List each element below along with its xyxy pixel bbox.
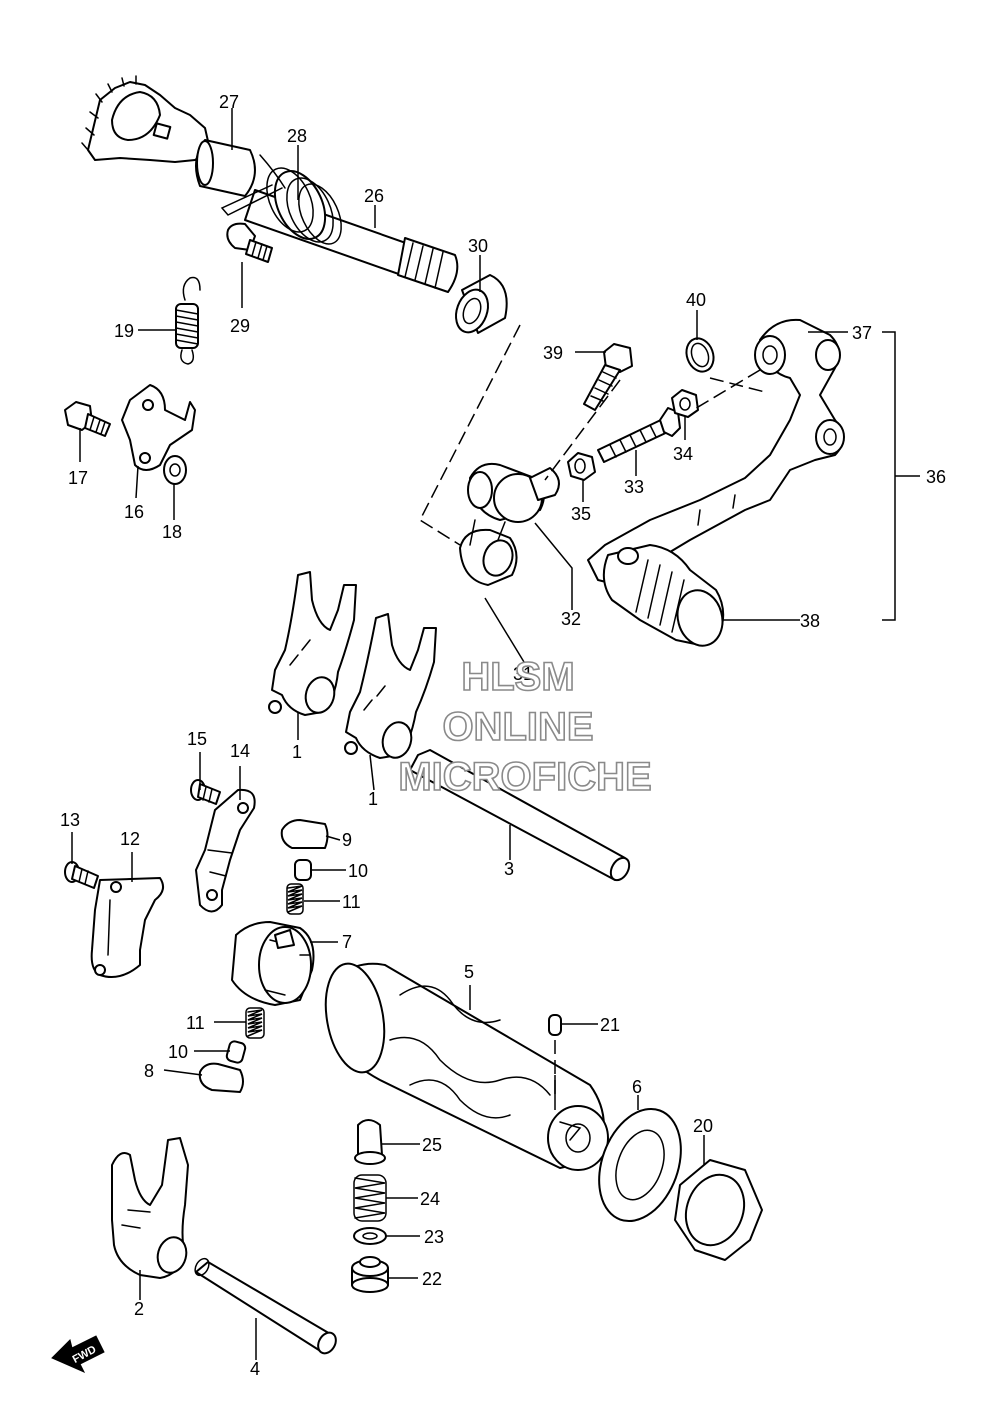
- callout-18: 18: [162, 522, 182, 542]
- callout-31: 31: [513, 664, 533, 684]
- callout-40: 40: [686, 290, 706, 310]
- callout-16: 16: [124, 502, 144, 522]
- callout-labels: 27 28 26 30 29 19 17 16 18 39 40 37 34 3…: [60, 92, 946, 1379]
- part-19-spring: [175, 276, 201, 365]
- part-23-washer: [353, 1227, 387, 1245]
- part-6-washer: [598, 1107, 682, 1223]
- callout-21: 21: [600, 1015, 620, 1035]
- part-10-pin-a: [294, 859, 312, 881]
- callout-8: 8: [144, 1061, 154, 1081]
- callout-28: 28: [287, 126, 307, 146]
- callout-37: 37: [852, 323, 872, 343]
- watermark-line-1: HLSM: [461, 655, 574, 699]
- callout-27: 27: [219, 92, 239, 112]
- part-9-pin: [280, 819, 329, 849]
- part-22-bolt: [351, 1256, 389, 1293]
- callout-30: 30: [468, 236, 488, 256]
- callout-10a: 10: [348, 861, 368, 881]
- callout-29: 29: [230, 316, 250, 336]
- part-1-shift-fork-a: [268, 571, 357, 716]
- part-15-screw: [190, 779, 221, 805]
- shift-pedal-assembly: [587, 318, 845, 647]
- callout-36: 36: [926, 467, 946, 487]
- callout-14: 14: [230, 741, 250, 761]
- callout-17: 17: [68, 468, 88, 488]
- callout-6: 6: [632, 1077, 642, 1097]
- link-rod-assembly: [459, 462, 560, 586]
- part-10-pin-b: [225, 1040, 247, 1064]
- callout-15: 15: [187, 729, 207, 749]
- watermark: HLSM ONLINE MICROFICHE: [398, 654, 653, 800]
- callout-1a: 1: [292, 742, 302, 762]
- callout-11a: 11: [342, 892, 361, 912]
- part-1-shift-fork-b: [344, 613, 437, 759]
- part-39-bolt: [583, 343, 633, 411]
- callout-9: 9: [342, 830, 352, 850]
- callout-7: 7: [342, 932, 352, 952]
- part-25-pin: [354, 1119, 386, 1165]
- shift-shaft-assembly: [81, 75, 459, 293]
- callout-2: 2: [134, 1299, 144, 1319]
- part-33-bolt: [597, 407, 681, 463]
- callout-39: 39: [543, 343, 563, 363]
- callout-1b: 1: [368, 789, 378, 809]
- callout-23: 23: [424, 1227, 444, 1247]
- part-40-circlip: [685, 337, 715, 373]
- callout-13: 13: [60, 810, 80, 830]
- part-34-nut: [671, 389, 699, 418]
- callout-3: 3: [504, 859, 514, 879]
- part-3-fork-shaft: [409, 749, 631, 882]
- callout-4: 4: [250, 1359, 260, 1379]
- fwd-arrow-icon: FWD: [51, 1335, 105, 1374]
- part-7-cam: [231, 921, 315, 1006]
- part-12-plate: [90, 877, 165, 978]
- watermark-line-2: ONLINE: [442, 705, 593, 749]
- watermark-line-3: MICROFICHE: [398, 755, 651, 799]
- callout-32: 32: [561, 609, 581, 629]
- part-11-spring-a: [286, 883, 304, 915]
- callout-12: 12: [120, 829, 140, 849]
- callout-35: 35: [571, 504, 591, 524]
- callout-34: 34: [673, 444, 693, 464]
- callout-19: 19: [114, 321, 134, 341]
- part-14-plate: [195, 788, 256, 913]
- callout-10b: 10: [168, 1042, 188, 1062]
- part-8-pin: [198, 1062, 244, 1093]
- part-16-plate: [121, 384, 196, 471]
- part-20-plate: [674, 1159, 763, 1261]
- part-35-nut: [567, 452, 596, 481]
- callout-25: 25: [422, 1135, 442, 1155]
- part-17-bolt: [64, 401, 111, 437]
- part-2-shift-fork: [111, 1137, 189, 1279]
- part-24-spring: [353, 1174, 387, 1222]
- callout-20: 20: [693, 1116, 713, 1136]
- leader-lines: [71, 108, 920, 1360]
- part-30-bearing: [455, 274, 508, 334]
- part-13-screw: [64, 861, 99, 889]
- part-11-spring-b: [245, 1007, 265, 1039]
- callout-24: 24: [420, 1189, 440, 1209]
- part-5-gearshift-cam: [324, 962, 609, 1171]
- part-21-pin: [548, 1014, 562, 1036]
- callout-11b: 11: [186, 1013, 205, 1033]
- part-18-washer: [163, 455, 187, 485]
- callout-26: 26: [364, 186, 384, 206]
- part-29-bolt: [226, 222, 273, 263]
- callout-33: 33: [624, 477, 644, 497]
- callout-38: 38: [800, 611, 820, 631]
- callout-22: 22: [422, 1269, 442, 1289]
- part-4-fork-shaft: [194, 1257, 337, 1355]
- callout-5: 5: [464, 962, 474, 982]
